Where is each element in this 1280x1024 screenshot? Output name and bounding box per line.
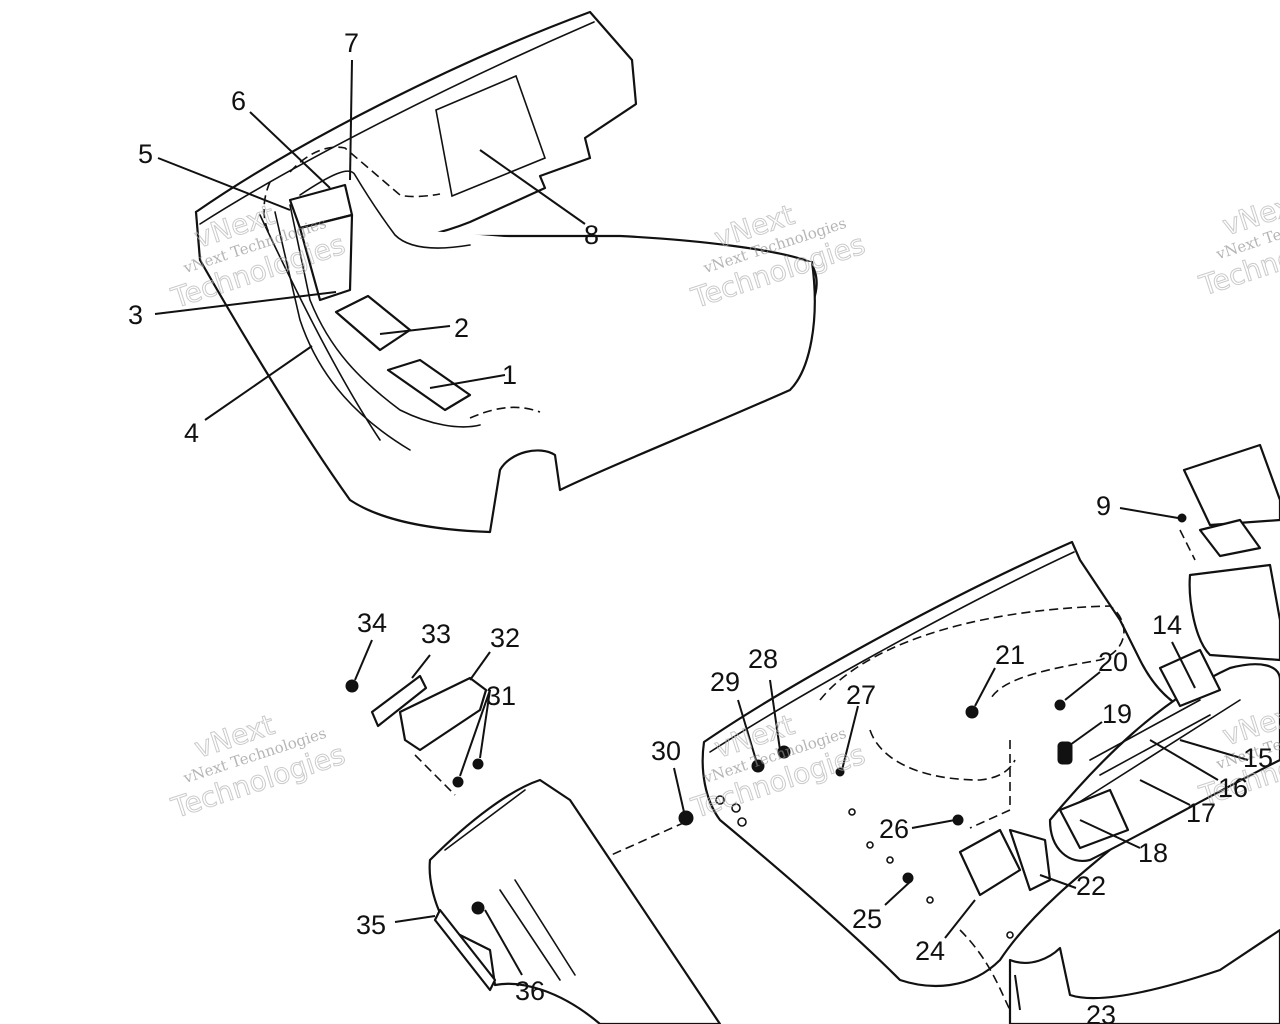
callout-36: 36 — [515, 976, 545, 1006]
callout-22: 22 — [1076, 871, 1106, 901]
callout-24: 24 — [915, 936, 945, 966]
callout-21: 21 — [995, 640, 1025, 670]
callout-18: 18 — [1138, 838, 1168, 868]
callout-33: 33 — [421, 619, 451, 649]
callout-5: 5 — [138, 139, 153, 169]
callout-25: 25 — [852, 904, 882, 934]
watermark-3: vNext vNext Technologies Technologies — [1194, 185, 1280, 303]
callout-23: 23 — [1086, 1000, 1116, 1024]
callout-3: 3 — [128, 300, 143, 330]
callout-30: 30 — [651, 736, 681, 766]
callout-34: 34 — [357, 608, 387, 638]
leader-lines — [154, 59, 1249, 1011]
callout-8: 8 — [584, 220, 599, 250]
mount-bracket — [370, 674, 722, 1024]
callout-1: 1 — [502, 360, 517, 390]
callout-19: 19 — [1102, 699, 1132, 729]
callout-15: 15 — [1243, 743, 1273, 773]
callout-4: 4 — [184, 418, 199, 448]
callout-7: 7 — [344, 28, 359, 58]
callout-32: 32 — [490, 623, 520, 653]
watermark-4: vNext vNext Technologies Technologies — [166, 708, 349, 826]
callout-2: 2 — [454, 313, 469, 343]
callout-16: 16 — [1218, 773, 1248, 803]
callout-29: 29 — [710, 667, 740, 697]
callout-35: 35 — [356, 910, 386, 940]
callout-6: 6 — [231, 86, 246, 116]
fasteners — [345, 513, 1187, 915]
gauge-pod — [1179, 443, 1280, 662]
callout-labels: 1 2 3 4 5 6 7 8 9 14 15 16 17 18 19 20 2… — [128, 28, 1273, 1024]
callout-27: 27 — [846, 680, 876, 710]
callout-26: 26 — [879, 814, 909, 844]
callout-31: 31 — [486, 681, 516, 711]
lower-body-shell — [599, 540, 1280, 1024]
callout-9: 9 — [1096, 491, 1111, 521]
callout-28: 28 — [748, 644, 778, 674]
callout-17: 17 — [1186, 798, 1216, 828]
callout-14: 14 — [1152, 610, 1182, 640]
callout-20: 20 — [1098, 647, 1128, 677]
